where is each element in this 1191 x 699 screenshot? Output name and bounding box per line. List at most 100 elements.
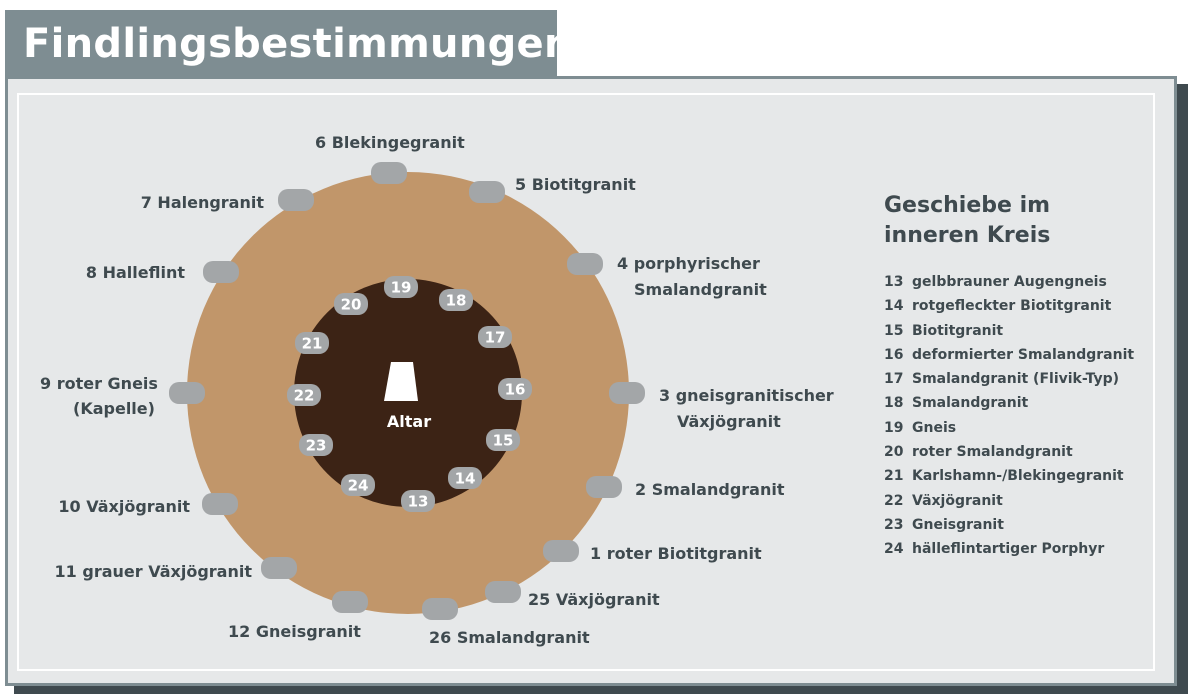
legend-item: 20 roter Smalandgranit (884, 440, 1134, 464)
inner-stone-shape (498, 378, 532, 400)
legend-item: 15 Biotitgranit (884, 319, 1134, 343)
label-stone-7: 7 Halengranit (140, 193, 264, 212)
label-stone-4-line1: 4 porphyrischer (617, 254, 760, 273)
legend-item-label: roter Smalandgranit (912, 444, 1073, 461)
legend-title-line2: inneren Kreis (884, 223, 1051, 248)
inner-stone-24: 24 (341, 474, 375, 496)
legend-item-label: Smalandgranit (912, 395, 1029, 412)
altar-label: Altar (387, 412, 431, 431)
inner-stone-21: 21 (295, 332, 329, 354)
label-stone-6: 6 Blekingegranit (315, 133, 465, 152)
outer-stones-group (169, 162, 645, 620)
outer-stone-4 (567, 253, 603, 275)
inner-stone-18: 18 (439, 289, 473, 311)
legend-item-label: Smalandgranit (Flivik-Typ) (912, 371, 1120, 388)
legend-item-label: rotgefleckter Biotitgranit (912, 298, 1112, 315)
outer-stone-7 (278, 189, 314, 211)
inner-stone-number: 20 (341, 296, 362, 314)
inner-stone-16: 16 (498, 378, 532, 400)
outer-stone-26 (422, 598, 458, 620)
legend-item: 16 deformierter Smalandgranit (884, 343, 1134, 367)
label-stone-3-line2: Växjögranit (677, 412, 781, 431)
legend-item-label: Biotitgranit (912, 322, 1004, 339)
label-stone-9-line2: (Kapelle) (73, 399, 155, 418)
inner-stone-number: 14 (455, 470, 476, 488)
legend-item-number: 21 (884, 468, 904, 485)
legend-item: 22 Växjögranit (884, 489, 1134, 513)
legend-item-number: 23 (884, 516, 904, 533)
label-stone-1: 1 roter Biotitgranit (590, 544, 762, 563)
legend-title: Geschiebe im inneren Kreis (884, 191, 1164, 251)
legend-item: 13 gelbbrauner Augengneis (884, 270, 1134, 294)
legend-item: 14 rotgefleckter Biotitgranit (884, 294, 1134, 318)
inner-stone-shape (295, 332, 329, 354)
outer-stone-3 (609, 382, 645, 404)
inner-stone-shape (448, 467, 482, 489)
label-stone-25: 25 Växjögranit (528, 590, 660, 609)
inner-stone-number: 15 (493, 432, 514, 450)
outer-stone-25 (485, 581, 521, 603)
legend-item-label: Gneis (912, 419, 957, 436)
label-stone-3-line1: 3 gneisgranitischer (659, 386, 834, 405)
label-stone-5: 5 Biotitgranit (515, 175, 636, 194)
inner-stone-19: 19 (384, 276, 418, 298)
inner-stone-shape (401, 490, 435, 512)
legend-title-line1: Geschiebe im (884, 193, 1051, 218)
inner-stone-shape (299, 434, 333, 456)
inner-stone-13: 13 (401, 490, 435, 512)
legend-item: 19 Gneis (884, 416, 1134, 440)
legend-item: 21 Karlshamn-/Blekingegranit (884, 464, 1134, 488)
page-title: Findlingsbestimmungen (5, 10, 572, 78)
outer-stone-1 (543, 540, 579, 562)
legend-item-number: 14 (884, 298, 904, 315)
label-stone-10: 10 Växjögranit (58, 497, 190, 516)
inner-stone-shape (334, 293, 368, 315)
inner-stone-15: 15 (486, 429, 520, 451)
label-stone-8: 8 Halleflint (85, 263, 185, 282)
inner-stone-number: 13 (408, 493, 429, 511)
legend-item-label: deformierter Smalandgranit (912, 346, 1135, 363)
inner-stone-20: 20 (334, 293, 368, 315)
inner-stone-number: 24 (348, 477, 369, 495)
label-stone-4-line2: Smalandgranit (634, 280, 767, 299)
inner-stone-shape (486, 429, 520, 451)
legend-item-number: 18 (884, 395, 904, 412)
legend-item: 18 Smalandgranit (884, 391, 1134, 415)
inner-stone-number: 19 (391, 279, 412, 297)
legend-item-label: Karlshamn-/Blekingegranit (912, 468, 1124, 485)
legend-item-label: Växjögranit (912, 492, 1003, 509)
legend-item-number: 17 (884, 371, 904, 388)
legend-item-number: 16 (884, 346, 904, 363)
legend-item-label: gelbbrauner Augengneis (912, 274, 1107, 290)
legend-item-number: 20 (884, 444, 904, 461)
legend-item-label: hälleflintartiger Porphyr (912, 541, 1105, 558)
panel-inner-border (17, 93, 1155, 671)
legend-item-number: 19 (884, 419, 904, 436)
inner-stone-number: 21 (302, 335, 323, 353)
legend-item-number: 22 (884, 492, 904, 509)
outer-stone-2 (586, 476, 622, 498)
outer-stone-11 (261, 557, 297, 579)
inner-stone-23: 23 (299, 434, 333, 456)
label-stone-26: 26 Smalandgranit (429, 628, 590, 647)
inner-stone-shape (384, 276, 418, 298)
label-stone-2: 2 Smalandgranit (635, 480, 785, 499)
inner-stone-number: 18 (446, 292, 467, 310)
inner-stone-shape (287, 384, 321, 406)
altar-icon (384, 362, 418, 401)
inner-stones-group: 13 14 15 16 17 18 19 20 21 22 23 24 (287, 276, 532, 512)
legend-item-number: 13 (884, 274, 904, 290)
label-stone-9-line1: 9 roter Gneis (40, 374, 158, 393)
inner-stone-shape (478, 326, 512, 348)
label-stone-12: 12 Gneisgranit (228, 622, 361, 641)
inner-stone-22: 22 (287, 384, 321, 406)
inner-stone-shape (439, 289, 473, 311)
inner-stone-number: 17 (485, 329, 506, 347)
label-stone-11: 11 grauer Växjögranit (54, 562, 252, 581)
outer-stone-9 (169, 382, 205, 404)
legend-item-number: 15 (884, 322, 904, 339)
legend-item: 17 Smalandgranit (Flivik-Typ) (884, 367, 1134, 391)
inner-stone-14: 14 (448, 467, 482, 489)
